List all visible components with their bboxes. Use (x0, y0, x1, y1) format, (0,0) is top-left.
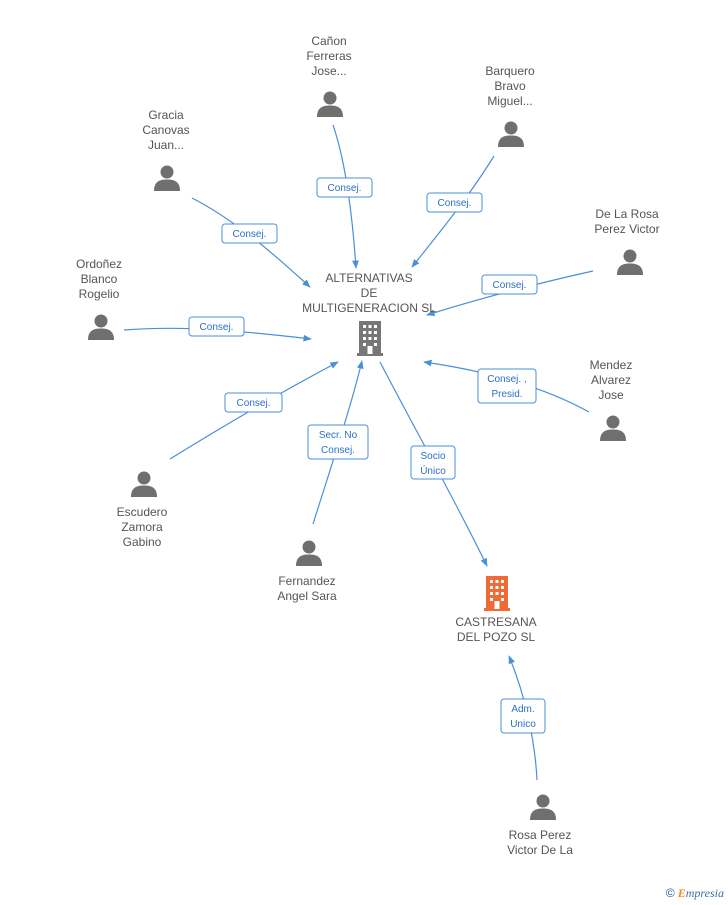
company-name-line: DE (361, 286, 378, 300)
company-main[interactable]: ALTERNATIVAS DE MULTIGENERACION SL (302, 271, 436, 356)
person-icon (88, 314, 114, 340)
company-name-line: CASTRESANA (455, 615, 536, 629)
relation-r-delarosa[interactable]: Consej. (481, 274, 538, 295)
person-icon (317, 91, 343, 117)
brand-name: mpresia (685, 886, 724, 900)
relation-labels: Consej. Consej. Consej. Consej. Consej. … (188, 177, 546, 734)
company-name-line: DEL POZO SL (457, 630, 536, 644)
edge-barquero (411, 155, 495, 268)
person-icon (498, 121, 524, 147)
person-barquero[interactable]: Barquero Bravo Miguel... (485, 64, 535, 147)
relation-r-barquero[interactable]: Consej. (426, 192, 483, 213)
relation-label: Consej. (438, 198, 472, 209)
person-name-line: Rosa Perez (509, 828, 572, 842)
person-icon (617, 249, 643, 275)
person-gracia[interactable]: Gracia Canovas Juan... (142, 108, 190, 191)
person-fernandez[interactable]: Fernandez Angel Sara (277, 540, 337, 604)
person-icon (154, 165, 180, 191)
person-name-line: Mendez (590, 358, 633, 372)
person-name-line: De La Rosa (595, 207, 659, 221)
relation-r-adm[interactable]: Adm. Unico (500, 698, 546, 734)
person-name-line: Angel Sara (277, 589, 337, 603)
person-mendez[interactable]: Mendez Alvarez Jose (590, 358, 633, 441)
person-name-line: Bravo (494, 79, 526, 93)
relation-label: Unico (510, 719, 536, 730)
person-name-line: Jose... (311, 64, 346, 78)
relation-label: Adm. (511, 704, 534, 715)
relation-label: Socio (420, 451, 445, 462)
relation-label: Único (420, 464, 446, 477)
person-icon (530, 794, 556, 820)
relation-label: Consej. (200, 322, 234, 333)
empresia-logo[interactable]: © Empresia (666, 886, 724, 901)
person-name-line: Fernandez (278, 574, 335, 588)
person-ordonez[interactable]: Ordoñez Blanco Rogelio (76, 257, 122, 340)
person-icon (296, 540, 322, 566)
person-name-line: Gabino (123, 535, 162, 549)
relation-label: Consej. , (487, 374, 526, 385)
person-name-line: Perez Victor (594, 222, 659, 236)
person-name-line: Cañon (311, 34, 346, 48)
relation-label: Consej. (328, 183, 362, 194)
relation-r-socio[interactable]: Socio Único (410, 445, 456, 480)
relation-r-mendez[interactable]: Consej. , Presid. (477, 368, 537, 404)
relation-label: Presid. (491, 389, 522, 400)
person-name-line: Rogelio (79, 287, 120, 301)
person-name-line: Alvarez (591, 373, 631, 387)
building-icon (357, 321, 383, 356)
relation-r-gracia[interactable]: Consej. (221, 223, 278, 244)
person-name-line: Gracia (148, 108, 184, 122)
person-name-line: Miguel... (487, 94, 532, 108)
building-icon (484, 576, 510, 611)
person-name-line: Juan... (148, 138, 184, 152)
person-name-line: Zamora (121, 520, 163, 534)
person-name-line: Canovas (142, 123, 189, 137)
person-rosaperez[interactable]: Rosa Perez Victor De La (507, 794, 573, 858)
brand-initial: E (677, 886, 686, 900)
person-name-line: Victor De La (507, 843, 573, 857)
person-name-line: Barquero (485, 64, 535, 78)
person-delarosa[interactable]: De La Rosa Perez Victor (594, 207, 660, 275)
company-name-line: ALTERNATIVAS (325, 271, 412, 285)
company-name-line: MULTIGENERACION SL (302, 301, 436, 315)
relation-label: Consej. (237, 398, 271, 409)
relation-r-ordonez[interactable]: Consej. (188, 316, 245, 337)
person-icon (131, 471, 157, 497)
relation-r-canon[interactable]: Consej. (316, 177, 373, 198)
person-escudero[interactable]: Escudero Zamora Gabino (117, 471, 168, 550)
relation-label: Secr. No (319, 430, 358, 441)
relation-r-escudero[interactable]: Consej. (224, 392, 283, 413)
person-name-line: Ferreras (306, 49, 351, 63)
person-name-line: Jose (598, 388, 624, 402)
person-name-line: Ordoñez (76, 257, 122, 271)
relation-label: Consej. (321, 445, 355, 456)
copyright-icon: © (665, 886, 675, 900)
person-icon (600, 415, 626, 441)
person-name-line: Escudero (117, 505, 168, 519)
person-name-line: Blanco (81, 272, 118, 286)
relation-label: Consej. (493, 280, 527, 291)
person-canon[interactable]: Cañon Ferreras Jose... (306, 34, 352, 117)
relation-label: Consej. (233, 229, 267, 240)
relation-r-fernandez[interactable]: Secr. No Consej. (307, 424, 369, 460)
company-target[interactable]: CASTRESANA DEL POZO SL (455, 576, 537, 644)
